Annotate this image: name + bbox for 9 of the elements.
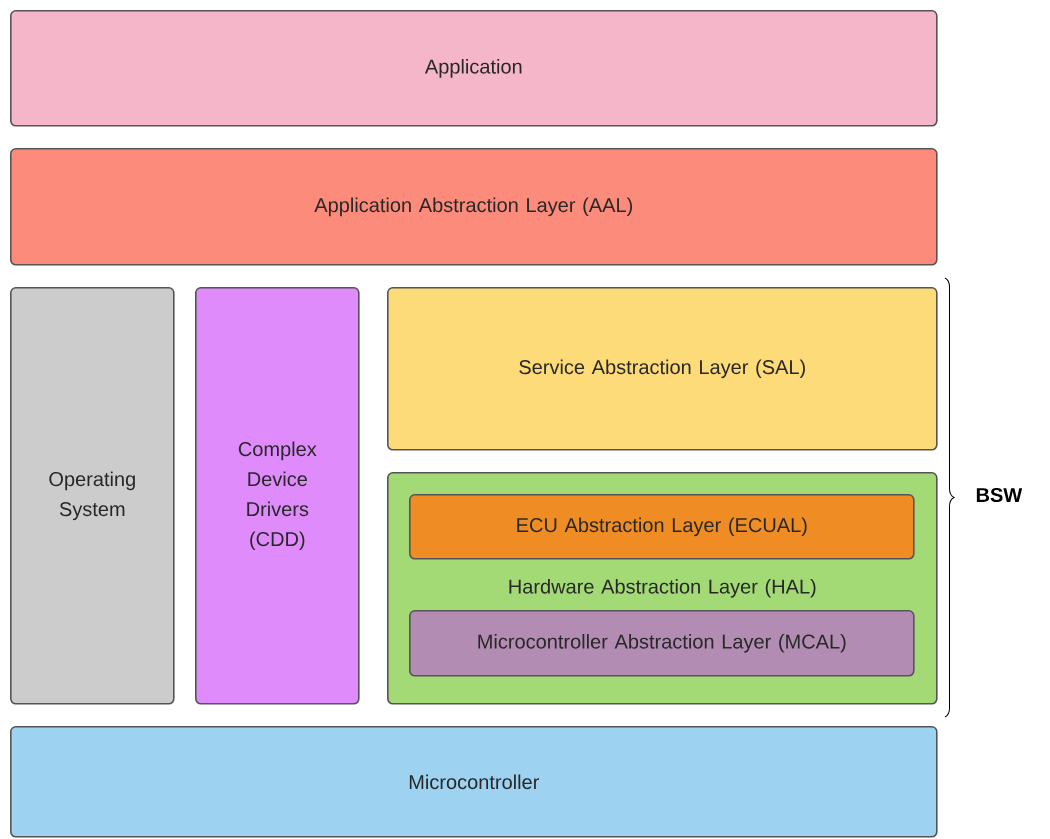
layer-box: Microcontroller bbox=[10, 726, 938, 838]
layer-box: Complex Device Drivers (CDD) bbox=[195, 287, 360, 705]
group-label: BSW bbox=[976, 487, 1023, 503]
nested-layer-box: Microcontroller Abstraction Layer (MCAL) bbox=[409, 610, 915, 677]
layer-box: Application Abstraction Layer (AAL) bbox=[10, 148, 938, 266]
layer-box: Service Abstraction Layer (SAL) bbox=[387, 287, 938, 451]
layer-box: Operating System bbox=[10, 287, 175, 705]
layer-box: Application bbox=[10, 10, 938, 127]
nested-layer-box: ECU Abstraction Layer (ECUAL) bbox=[409, 494, 915, 560]
